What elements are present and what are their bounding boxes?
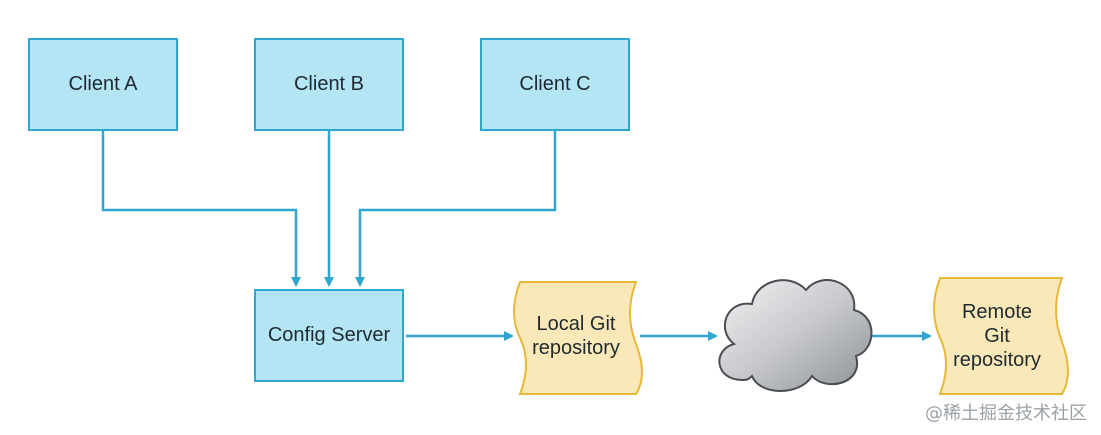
config-server-box: Config Server xyxy=(254,289,404,382)
remote-git-document-shape xyxy=(933,277,1069,395)
connector-client-c-config xyxy=(355,131,557,287)
local-git-label: Local Git repository xyxy=(532,313,620,359)
cloud-icon xyxy=(718,279,873,392)
client-c-label: Client C xyxy=(519,73,591,95)
client-a-box: Client A xyxy=(28,38,178,131)
client-c-box: Client C xyxy=(480,38,630,131)
local-git-document-shape xyxy=(513,281,643,395)
config-server-label: Config Server xyxy=(267,324,391,346)
client-a-label: Client A xyxy=(68,73,138,95)
remote-git-label: Remote Git repository xyxy=(953,301,1041,371)
watermark: @稀土掘金技术社区 xyxy=(925,403,1087,424)
client-b-label: Client B xyxy=(293,73,365,95)
client-b-box: Client B xyxy=(254,38,404,131)
connector-client-a-config xyxy=(101,131,301,287)
